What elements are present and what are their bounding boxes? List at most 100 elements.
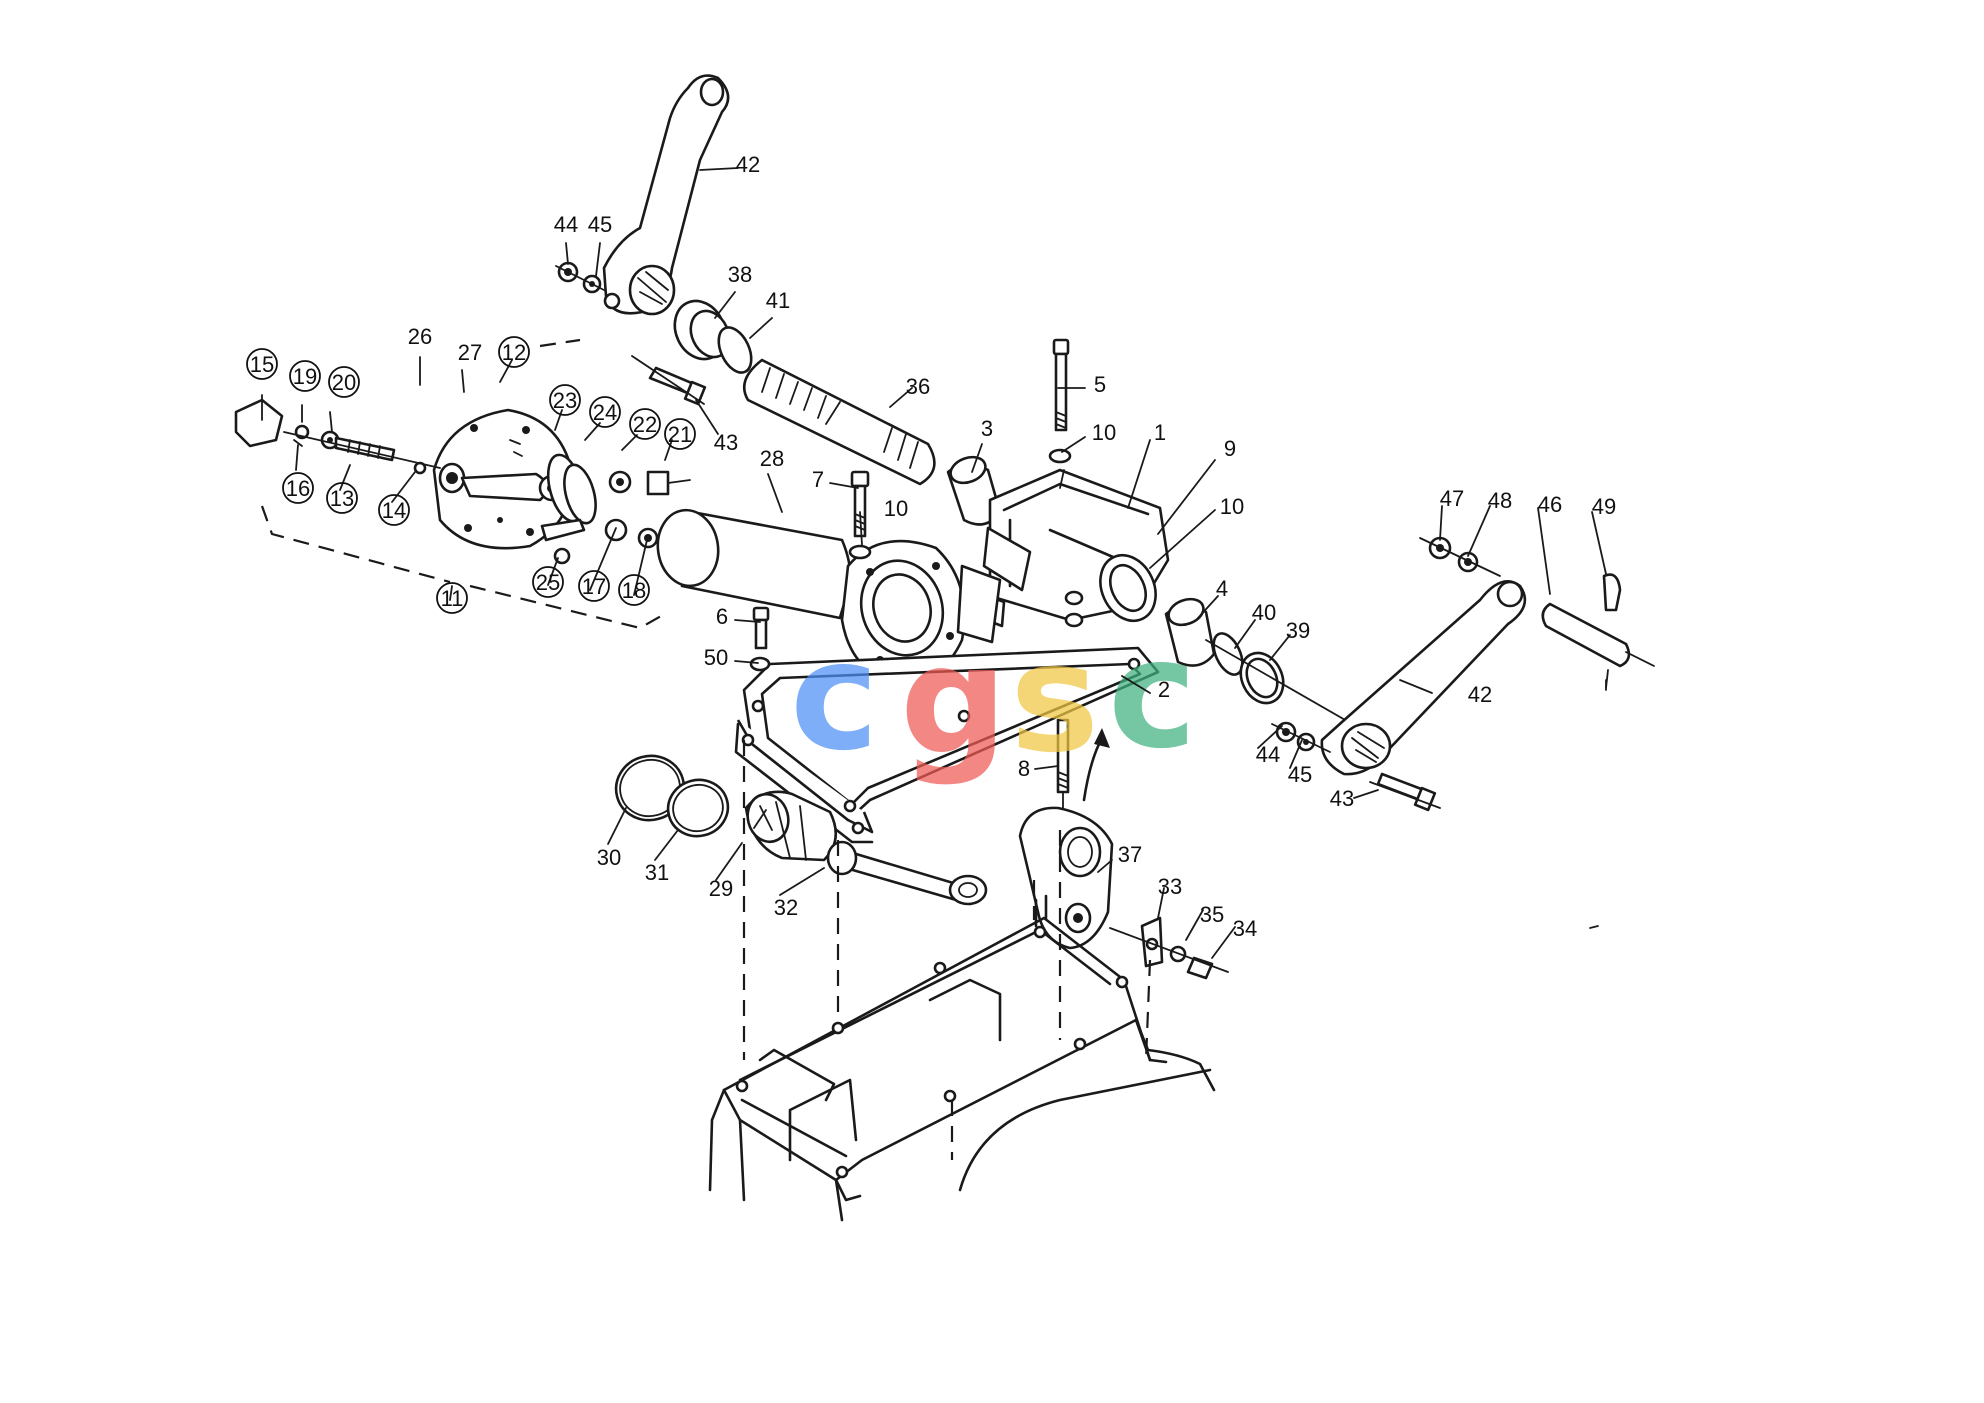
part-label-12: 12 xyxy=(502,340,526,365)
leader-line-7 xyxy=(829,482,859,489)
small-parts-21-22-25-17-18 xyxy=(553,470,691,565)
leader-line-33 xyxy=(1157,887,1165,919)
part-label-37: 37 xyxy=(1118,842,1142,867)
part-label-42a: 42 xyxy=(736,152,760,177)
label-circle-22 xyxy=(629,408,661,440)
leader-line-45b xyxy=(1289,739,1303,769)
leader-line-3 xyxy=(971,443,983,473)
leader-line-8 xyxy=(1034,765,1059,770)
bushing-3 xyxy=(946,455,1002,526)
part-label-20: 20 xyxy=(332,370,356,395)
part-label-17: 17 xyxy=(582,574,606,599)
part-label-16: 16 xyxy=(286,476,310,501)
leader-line-49 xyxy=(1591,511,1607,575)
leader-line-18 xyxy=(633,539,648,596)
part-label-11: 11 xyxy=(441,586,464,611)
stray-mark xyxy=(1605,669,1609,689)
part-label-39: 39 xyxy=(1286,618,1310,643)
part-label-27: 27 xyxy=(458,340,482,365)
part-label-31: 31 xyxy=(645,860,669,885)
o-ring-30 xyxy=(614,754,686,822)
leader-line-9 xyxy=(1157,459,1216,535)
lever-37 xyxy=(1018,806,1114,950)
part-label-47: 47 xyxy=(1440,486,1464,511)
piston-rod-32 xyxy=(826,840,988,906)
leader-line-21 xyxy=(664,439,673,461)
part-label-46: 46 xyxy=(1538,492,1562,517)
part-label-49: 49 xyxy=(1592,494,1616,519)
stray-mark xyxy=(1589,925,1599,929)
part-label-24: 24 xyxy=(593,400,617,425)
o-ring-41 xyxy=(717,326,753,374)
bolt-43-upper xyxy=(631,355,707,406)
leader-line-6 xyxy=(734,619,761,623)
part-label-7: 7 xyxy=(812,467,824,492)
part-label-10c: 10 xyxy=(884,496,908,521)
leader-line-37 xyxy=(1097,859,1113,873)
part-label-13: 13 xyxy=(330,486,354,511)
leader-line-42a xyxy=(699,167,739,171)
part-label-9: 9 xyxy=(1224,436,1236,461)
leader-line-23 xyxy=(554,409,563,431)
leader-line-44b xyxy=(1257,725,1283,749)
cylinder-head-flange xyxy=(840,539,1002,684)
leader-line-13 xyxy=(339,464,351,491)
leader-line-35 xyxy=(1185,909,1204,941)
watermark-letter: g xyxy=(900,614,1007,788)
part-label-5: 5 xyxy=(1094,372,1106,397)
part-label-45a: 45 xyxy=(588,212,612,237)
leader-line-14 xyxy=(391,471,416,503)
bolt-5 xyxy=(1048,338,1072,464)
part-label-30: 30 xyxy=(597,845,621,870)
leader-line-39 xyxy=(1269,634,1291,661)
part-label-1: 1 xyxy=(1154,420,1166,445)
small-parts-13-14-16-19-20 xyxy=(283,424,441,475)
part-label-33: 33 xyxy=(1158,874,1182,899)
leader-line-40 xyxy=(1234,619,1256,649)
part-label-14: 14 xyxy=(382,498,406,523)
part-label-40: 40 xyxy=(1252,600,1276,625)
part-label-43a: 43 xyxy=(714,430,738,455)
leader-line-31 xyxy=(654,829,679,861)
leader-line-22 xyxy=(621,434,638,451)
part-label-19: 19 xyxy=(293,364,317,389)
part-label-29: 29 xyxy=(709,876,733,901)
part-label-10a: 10 xyxy=(1092,420,1116,445)
leader-line-25 xyxy=(547,557,559,586)
leader-line-48 xyxy=(1467,505,1491,557)
bracket-33-bolt-34-washer-35 xyxy=(1109,916,1229,980)
label-circle-14 xyxy=(378,494,410,526)
leader-line-32 xyxy=(779,867,825,896)
part-label-48: 48 xyxy=(1488,488,1512,513)
leader-line-11 xyxy=(449,585,453,601)
leader-line-1 xyxy=(1127,439,1151,509)
leader-line-28 xyxy=(767,473,783,513)
lift-shaft-36 xyxy=(743,358,936,486)
part-label-8: 8 xyxy=(1018,756,1030,781)
label-circle-24 xyxy=(589,396,621,428)
part-label-34: 34 xyxy=(1233,916,1257,941)
leader-line-34 xyxy=(1211,926,1236,959)
leader-line-2 xyxy=(1121,675,1151,694)
bolt-43-lower xyxy=(1369,772,1441,812)
part-label-15: 15 xyxy=(250,352,274,377)
leader-line-20 xyxy=(329,411,333,433)
leader-line-50 xyxy=(734,660,759,664)
label-circle-13 xyxy=(326,482,358,514)
part-label-32: 32 xyxy=(774,895,798,920)
part-label-4: 4 xyxy=(1216,576,1228,601)
part-label-3: 3 xyxy=(981,416,993,441)
watermark-letter: s xyxy=(1010,612,1099,786)
label-circle-19 xyxy=(289,360,321,392)
label-circle-11 xyxy=(436,582,468,614)
part-label-42b: 42 xyxy=(1468,682,1492,707)
leader-line-29 xyxy=(715,842,743,881)
bolt-7-washer-10 xyxy=(848,470,872,560)
part-label-38: 38 xyxy=(728,262,752,287)
part-label-26: 26 xyxy=(408,324,432,349)
leader-line-4 xyxy=(1197,595,1219,619)
label-circle-25 xyxy=(532,566,564,598)
part-label-21: 21 xyxy=(668,422,692,447)
label-circle-20 xyxy=(328,366,360,398)
